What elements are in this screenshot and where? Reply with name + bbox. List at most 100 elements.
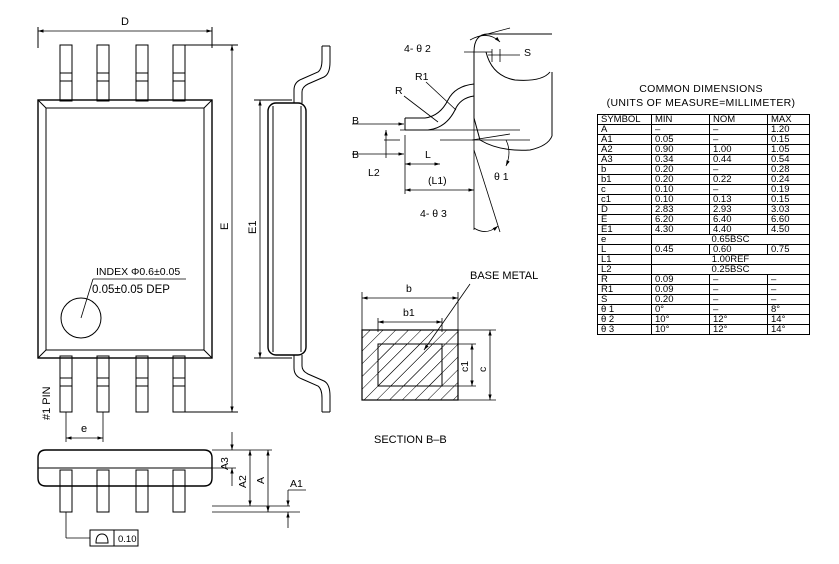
symbol-cell: SYMBOL (597, 114, 652, 125)
value-cell: – (651, 124, 710, 135)
value-cell: MAX (767, 114, 810, 125)
dim-label-b: b (406, 283, 412, 295)
value-cell: 0.60 (709, 244, 768, 255)
value-cell: 0.34 (651, 154, 710, 165)
value-cell: 0.44 (709, 154, 768, 165)
pin1-index-circle (60, 297, 102, 339)
value-cell: 1.05 (767, 144, 810, 155)
base-metal-label: BASE METAL (470, 270, 538, 282)
symbol-cell: D (597, 204, 652, 215)
top-leads (59, 44, 186, 102)
value-cell: 0.75 (767, 244, 810, 255)
symbol-cell: L2 (597, 264, 652, 275)
value-cell: 0.54 (767, 154, 810, 165)
value-cell: 14° (767, 324, 810, 335)
dim-label-R1: R1 (415, 71, 429, 83)
dim-label-A2: A2 (237, 475, 249, 488)
value-cell: 0.15 (767, 134, 810, 145)
value-cell: 0.45 (651, 244, 710, 255)
value-cell: 0.20 (651, 164, 710, 175)
value-cell: 0.20 (651, 174, 710, 185)
value-cell: 0.25BSC (651, 264, 810, 275)
value-cell: – (709, 294, 768, 305)
value-cell: 4.50 (767, 224, 810, 235)
symbol-cell: θ 2 (597, 314, 652, 325)
value-cell: 12° (709, 324, 768, 335)
value-cell: 1.00 (709, 144, 768, 155)
pin1-label: #1 PIN (41, 386, 53, 420)
section-caption: SECTION B–B (374, 434, 447, 446)
value-cell: 0.90 (651, 144, 710, 155)
section-marker-B-top: B (352, 115, 359, 127)
dim-label-L1: (L1) (428, 175, 447, 187)
side-view: E1 (247, 45, 331, 413)
dim-label-b1: b1 (403, 307, 415, 319)
value-cell: 6.40 (709, 214, 768, 225)
front-view: 0.10 A3 A2 A A1 (37, 432, 306, 547)
value-cell: MIN (651, 114, 710, 125)
symbol-cell: A2 (597, 144, 652, 155)
value-cell: 0.22 (709, 174, 768, 185)
symbol-cell: b (597, 164, 652, 175)
symbol-cell: A3 (597, 154, 652, 165)
theta3-label: 4- θ 3 (420, 208, 447, 220)
symbol-cell: R1 (597, 284, 652, 295)
value-cell: – (709, 124, 768, 135)
symbol-cell: E (597, 214, 652, 225)
theta1-label: θ 1 (494, 171, 509, 183)
value-cell: 6.60 (767, 214, 810, 225)
dim-label-D: D (121, 16, 129, 28)
dim-label-L: L (425, 149, 431, 161)
value-cell: 0.15 (767, 194, 810, 205)
value-cell: 1.00REF (651, 254, 810, 265)
dim-label-A1: A1 (290, 478, 303, 490)
bottom-leads (59, 355, 186, 413)
value-cell: NOM (709, 114, 768, 125)
value-cell: 0° (651, 304, 710, 315)
dim-label-e: e (81, 423, 87, 435)
value-cell: 10° (651, 324, 710, 335)
section-marker-B-bottom: B (352, 149, 359, 161)
dim-label-S: S (524, 47, 531, 59)
value-cell: 10° (651, 314, 710, 325)
section-view: b b1 BASE METAL c1 c SECTION B–B (361, 270, 538, 446)
value-cell: – (709, 274, 768, 285)
value-cell: – (767, 284, 810, 295)
table-row: A––1.20 (597, 124, 810, 135)
symbol-cell: E1 (597, 224, 652, 235)
table-title: COMMON DIMENSIONS (639, 83, 763, 95)
top-view: D INDEX Φ0.6±0.05 0.05±0.05 DEP (37, 16, 238, 442)
symbol-cell: b1 (597, 174, 652, 185)
dim-label-E: E (219, 223, 231, 230)
dim-label-c: c (477, 367, 489, 372)
value-cell: 0.10 (651, 184, 710, 195)
dim-label-R: R (395, 85, 403, 97)
symbol-cell: A1 (597, 134, 652, 145)
symbol-cell: e (597, 234, 652, 245)
value-cell: 14° (767, 314, 810, 325)
dim-label-c1: c1 (459, 361, 471, 372)
value-cell: 3.03 (767, 204, 810, 215)
symbol-cell: L (597, 244, 652, 255)
index-note-line1: INDEX Φ0.6±0.05 (96, 266, 180, 278)
value-cell: 6.20 (651, 214, 710, 225)
symbol-cell: L1 (597, 254, 652, 265)
value-cell: – (709, 304, 768, 315)
value-cell: 0.13 (709, 194, 768, 205)
